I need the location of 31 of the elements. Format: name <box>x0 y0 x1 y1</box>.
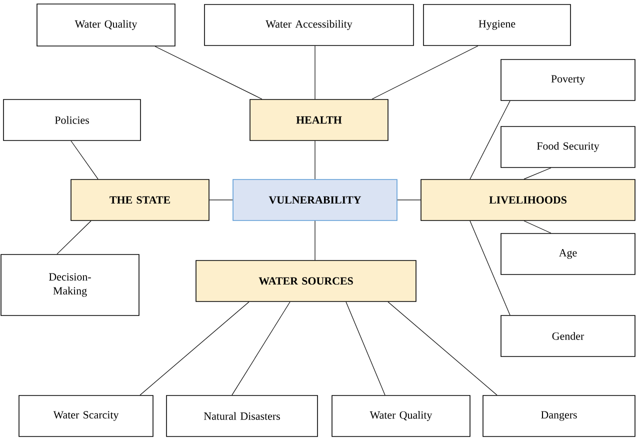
connector-line <box>470 220 510 316</box>
factor-box: Water Scarcity <box>18 395 154 437</box>
connector-line <box>56 220 92 254</box>
category-box: THE STATE <box>70 179 210 221</box>
factor-box: Policies <box>3 99 141 141</box>
factor-box: Poverty <box>500 59 636 101</box>
connector-line <box>372 46 478 100</box>
connector-line <box>70 140 98 180</box>
connector-line <box>314 220 316 260</box>
connector-line <box>140 302 250 396</box>
connector-line <box>232 302 290 396</box>
category-box: WATER SOURCES <box>196 260 416 302</box>
connector-line <box>314 140 316 180</box>
factor-box: Food Security <box>500 126 636 168</box>
connector-line <box>154 46 262 100</box>
core-box: VULNERABILITY <box>232 179 398 221</box>
factor-box: Water Quality <box>36 4 176 46</box>
factor-box: Dangers <box>482 395 636 437</box>
connector-line <box>388 302 498 396</box>
connector-line <box>314 46 316 100</box>
factor-box: Natural Disasters <box>166 395 318 437</box>
connector-line <box>346 302 386 396</box>
category-box: HEALTH <box>250 99 388 141</box>
factor-box: Hygiene <box>423 4 571 46</box>
factor-box: Decision-Making <box>0 254 140 316</box>
factor-box: Age <box>500 233 636 275</box>
category-box: LIVELIHOODS <box>420 179 636 221</box>
factor-box: Water Quality <box>332 395 470 437</box>
connector-line <box>470 100 510 180</box>
factor-box: Water Accessibility <box>204 4 414 46</box>
factor-box: Gender <box>500 315 636 357</box>
